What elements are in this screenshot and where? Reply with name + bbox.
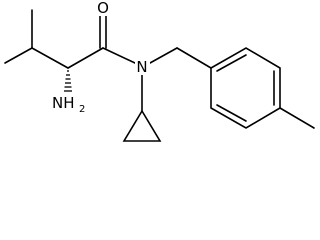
bond-methyl-left [4, 47, 33, 64]
molecule-diagram: O N NH 2 [4, 0, 315, 142]
benzene-double-1 [216, 54, 247, 72]
benzene-ring [210, 47, 281, 129]
bond-nitrogen-to-benzyl [149, 47, 178, 64]
bond-para-methyl [279, 107, 315, 129]
amine-label-subscript: 2 [79, 104, 85, 115]
stereo-hash-bond [64, 70, 72, 92]
bond-carbonyl-to-nitrogen [102, 47, 136, 64]
amine-label: NH 2 [52, 94, 85, 115]
bond-alpha-to-carbonyl [67, 47, 104, 69]
structure-canvas: O N NH 2 [4, 0, 315, 142]
nitrogen-label: N [136, 58, 147, 76]
oxygen-label-bg [96, 0, 110, 16]
cyclopropyl-ring [122, 109, 162, 142]
oxygen-label: O [97, 0, 109, 17]
bond-benzyl-to-ring [176, 47, 212, 69]
amine-label-main: NH [52, 94, 75, 112]
benzene-double-3 [216, 104, 247, 122]
bond-isopropyl-to-alpha [31, 47, 69, 69]
nitrogen-label-bg [135, 58, 150, 75]
